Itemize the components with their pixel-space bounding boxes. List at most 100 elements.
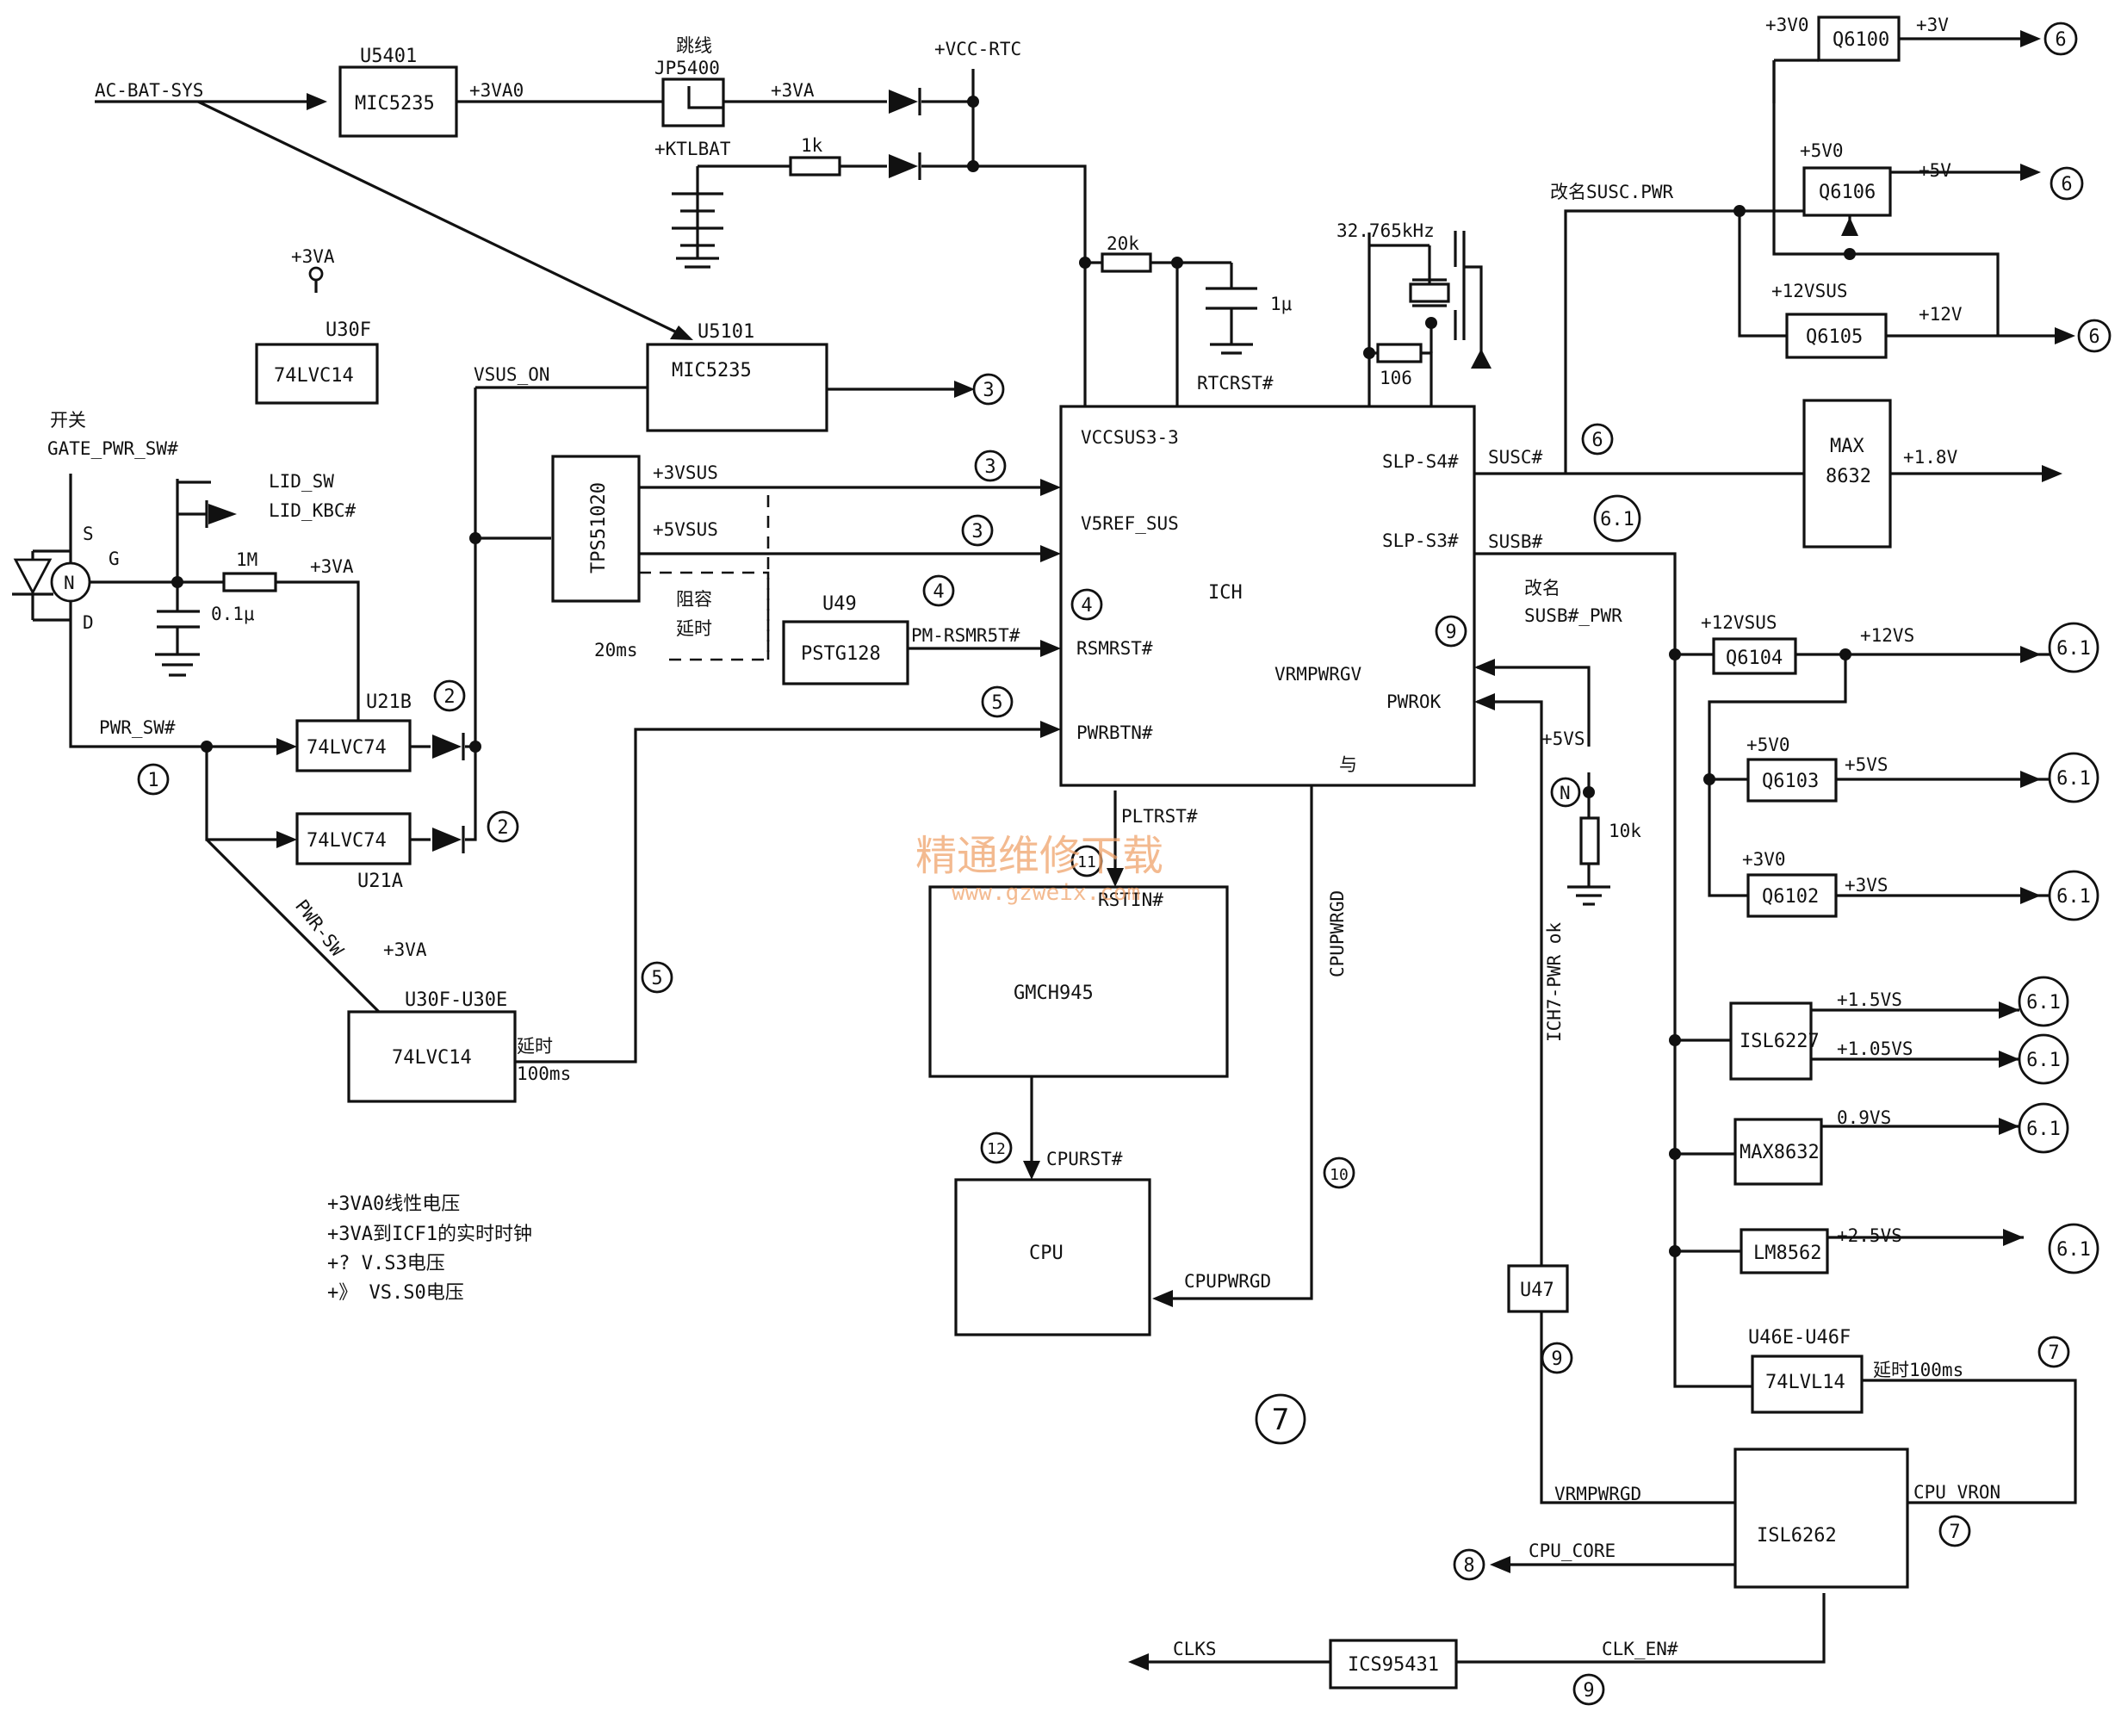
svg-text:8: 8 [1463,1555,1474,1577]
out-61f-marker: 6.1 [2018,1102,2069,1154]
svg-text:9: 9 [1551,1348,1562,1370]
note-2: +3VA到ICF1的实时时钟 [327,1224,532,1245]
pm-rsmrst-label: PM-RSMR5T# [911,625,1020,646]
watermark-line2: www.gzweix.com [952,880,1140,906]
note-4: +》 VS.S0电压 [327,1282,464,1304]
p12v-label: +12V [1919,304,1963,325]
step-3b-marker: 3 [974,450,1007,482]
svg-text:5: 5 [651,968,662,989]
lid-sw-label: LID_SW [269,471,334,492]
p5vsus-label: +5VSUS [653,519,718,540]
rc-delay-2-label: 延时 [676,618,712,639]
svg-text:2: 2 [497,817,508,839]
step-9a-marker: 9 [1435,615,1467,648]
svg-text:10: 10 [1330,1166,1349,1184]
gmch-label: GMCH945 [1014,983,1094,1004]
svg-text:6.1: 6.1 [1600,509,1634,530]
vrmpwrgv-label: VRMPWRGV [1274,664,1362,685]
svg-text:6: 6 [2055,29,2066,51]
p0v9s-label: 0.9VS [1837,1107,1891,1128]
vrmpwrgd-label: VRMPWRGD [1554,1484,1641,1504]
step-9b-marker: 9 [1541,1342,1573,1374]
step-4b-marker: 4 [1070,588,1103,621]
svg-text:6.1: 6.1 [2056,1239,2091,1261]
q6105-box [1785,313,1888,359]
lm8562-box [1740,1228,1829,1274]
step-8-marker: 8 [1453,1548,1485,1581]
lvl14-label: 74LVL14 [1765,1372,1845,1393]
step-4a-marker: 4 [922,574,955,607]
r10k-label: 10k [1609,821,1641,841]
u5401-label: U5401 [360,46,417,67]
step-61-marker: 6.1 [1593,494,1641,542]
pin-s-label: S [83,524,94,544]
step-markers: 1 2 2 3 3 3 4 4 5 5 6 6.1 9 9 9 10 11 12… [137,22,2112,1706]
ich7-pwr-ok-label: ICH7-PWR ok [1544,922,1565,1042]
junctions [171,96,1856,1257]
p3va-small-label: +3VA [291,246,335,267]
u30f-top-box [255,343,379,405]
slp-s4-label: SLP-S4# [1382,451,1459,472]
and-gate-label: 与 [1339,754,1357,775]
svg-text:7: 7 [1949,1522,1960,1543]
lid-kbc-label: LID_KBC# [269,500,357,521]
lvc14-bot-label: 74LVC14 [392,1047,472,1069]
isl6227-box [1729,1001,1813,1081]
u21a-label: U21A [357,871,403,892]
gmch-box [928,885,1229,1078]
q6100-box [1817,16,1901,62]
step-2b-marker: 2 [487,810,519,843]
rstin-label: RSTIN# [1098,890,1163,910]
svg-text:5: 5 [991,692,1002,714]
isl6262-label: ISL6262 [1757,1525,1837,1547]
step-5b-marker: 5 [641,961,673,994]
cpupwrgd-v-label: CPUPWRGD [1327,890,1348,977]
p3va-mid-label: +3VA [310,556,354,577]
pstg128-box [782,620,909,685]
v5ref-label: V5REF_SUS [1081,513,1179,534]
big-7-marker: 7 [1255,1393,1306,1445]
clk-en-label: CLK_EN# [1602,1639,1678,1659]
u5101-box [646,343,828,432]
svg-text:6.1: 6.1 [2026,1119,2061,1140]
gate-pwr-sw-label: GATE_PWR_SW# [47,438,178,459]
p12vsus-b-label: +12VSUS [1701,612,1777,633]
ics95431-box [1329,1639,1458,1690]
out-61b-marker: 6.1 [2048,752,2099,803]
jp5400-label: JP5400 [654,58,720,78]
svg-text:12: 12 [987,1140,1006,1158]
step-1-marker: 1 [137,763,170,796]
c1u-label: 1μ [1270,294,1293,314]
p3v-label: +3V [1916,15,1949,35]
out-6c-marker: 6 [2077,319,2112,353]
step-5a-marker: 5 [981,685,1014,718]
out-61g-marker: 6.1 [2048,1223,2099,1274]
svg-text:9: 9 [1583,1680,1594,1702]
p3vs-label: +3VS [1845,875,1888,896]
svg-text:6.1: 6.1 [2056,768,2091,790]
q6103-box [1746,758,1838,803]
svg-text:6.1: 6.1 [2026,992,2061,1014]
u47-box [1507,1264,1569,1313]
mos-n-label: N [64,573,75,593]
ich-box [1059,405,1476,787]
p3va0-label: +3VA0 [469,80,524,101]
p2v5s-label: +2.5VS [1837,1225,1902,1246]
out-6b-marker: 6 [2050,166,2084,201]
n-mark-label: N [1560,783,1571,803]
q6105-label: Q6105 [1806,326,1863,348]
q6104-box [1712,637,1797,675]
vccsus-label: VCCSUS3-3 [1081,427,1179,448]
diodes [12,88,921,853]
svg-text:6.1: 6.1 [2026,1050,2061,1071]
max8632-mid-label: MAX8632 [1740,1142,1820,1163]
vsus-on-label: VSUS_ON [474,364,550,385]
step-3a-marker: 3 [972,373,1005,406]
u5401-box [338,65,458,138]
u21b-label: U21B [366,691,412,713]
rename-susb-1-label: 改名 [1524,578,1560,598]
p5vs-pull-label: +5VS [1541,728,1585,749]
p3va-top-label: +3VA [771,80,815,101]
pwrok-label: PWROK [1386,691,1442,712]
